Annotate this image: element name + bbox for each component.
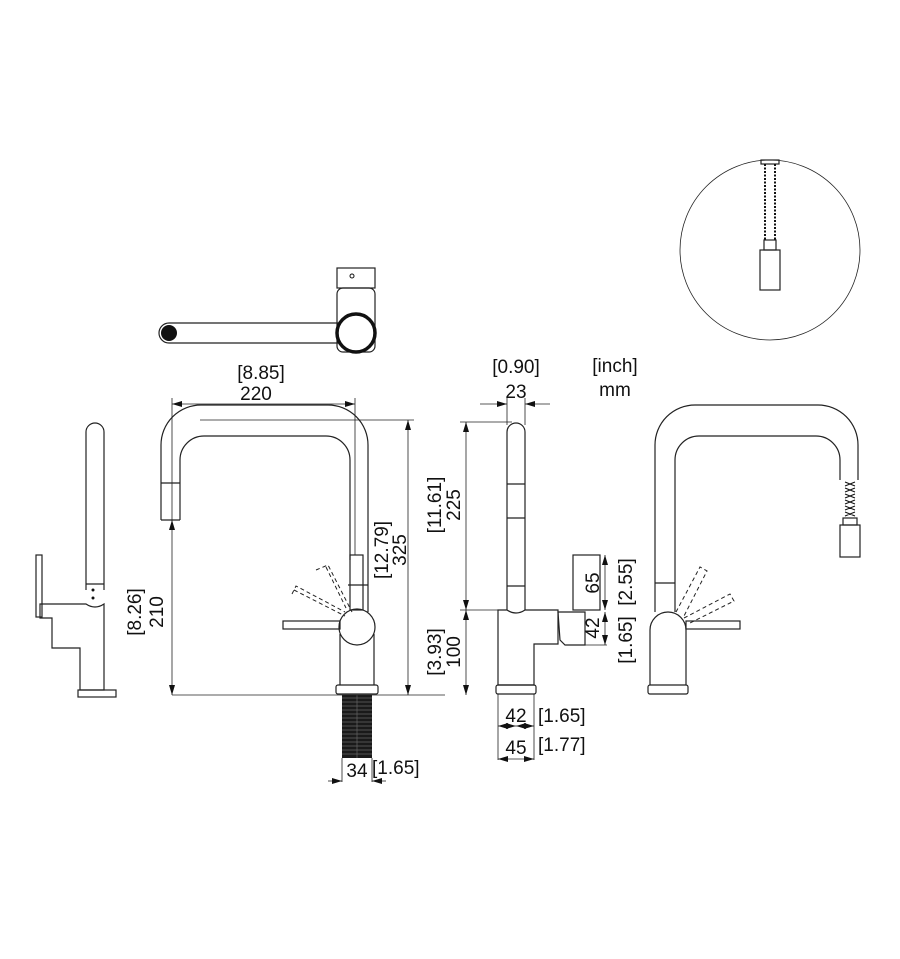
side-dimensions: [0.90] 23 [inch] mm [11.61] 225 [3.93] 1…: [425, 356, 638, 762]
top-body-ring: [335, 312, 377, 354]
left-base: [77, 689, 117, 698]
dim-label-mm: 210: [147, 596, 168, 628]
hose-detail: [679, 159, 861, 341]
detail-collar: [763, 239, 777, 251]
hose-collar: [842, 517, 858, 526]
right-spout-outer: [654, 404, 859, 612]
left-lever: [35, 554, 43, 618]
dim-label-inch: [1.65]: [372, 758, 420, 779]
side-body: [497, 609, 559, 686]
dim-label-mm: 225: [444, 489, 465, 521]
front-body-ball: [338, 608, 376, 646]
detail-hose-top: [760, 159, 780, 165]
top-handle: [336, 267, 376, 289]
lever-dashed-1: [315, 564, 353, 613]
right-base: [647, 684, 689, 695]
dim-label-mm: 65: [583, 572, 604, 593]
side-view: [495, 422, 601, 760]
left-spout: [85, 422, 105, 590]
dim-label-mm: 325: [390, 534, 411, 566]
dim-label-mm: 42: [583, 617, 604, 638]
lever-dashed-2: [291, 585, 346, 617]
front-body: [339, 634, 375, 685]
side-spout-joints: [507, 483, 525, 587]
hose-ribs: [342, 695, 372, 758]
dim-label-inch: [0.90]: [492, 357, 540, 378]
right-body: [649, 611, 687, 685]
lever-dashed-2: [683, 593, 735, 625]
dim-label-mm: 23: [505, 382, 526, 403]
dim-label-inch: [11.61]: [425, 477, 446, 534]
dim-label-inch: [2.55]: [616, 558, 637, 606]
dim-label-mm: 42: [505, 706, 526, 727]
dim-label-inch: [1.65]: [616, 616, 637, 664]
front-lever: [349, 554, 364, 611]
lever-dashed-1: [675, 566, 708, 617]
left-side-view: [35, 422, 117, 698]
right-view-pullout: [647, 404, 861, 695]
left-body: [39, 602, 105, 691]
front-dimensions: [8.85] 220 [8.26] 210 [12.79] 325 34 [1.…: [125, 363, 445, 784]
dim-label-inch: [3.93]: [425, 628, 446, 676]
front-view: [160, 404, 379, 782]
dim-label-mm: 45: [505, 738, 526, 759]
units-mm-label: mm: [599, 380, 631, 401]
ext-line: [506, 398, 526, 425]
front-handle: [282, 620, 341, 630]
dim-label-mm: 100: [444, 636, 465, 668]
left-dot: [91, 588, 95, 592]
side-handle: [572, 554, 601, 611]
units-inch-label: [inch]: [592, 356, 637, 377]
side-handle-base: [557, 611, 586, 646]
top-dot: [349, 273, 355, 279]
top-view: [158, 267, 377, 354]
top-spout: [158, 322, 339, 344]
front-base: [335, 684, 379, 695]
front-spout-inner: [179, 435, 351, 560]
right-handle: [685, 620, 741, 630]
left-dot: [91, 596, 95, 600]
right-spout-inner: [674, 435, 841, 612]
side-spout: [506, 422, 526, 610]
dim-label-inch: [8.85]: [237, 363, 285, 384]
pulled-hose: [844, 481, 856, 517]
detail-spray-head: [759, 249, 781, 291]
dim-label-inch: [1.65]: [538, 706, 586, 727]
dim-label-inch: [12.79]: [372, 521, 393, 579]
detail-hose: [764, 164, 776, 240]
dim-label-mm: 220: [240, 384, 272, 405]
side-base: [495, 684, 537, 695]
dim-label-inch: [1.77]: [538, 735, 586, 756]
pulled-spray-head: [839, 524, 861, 558]
dim-label-mm: 34: [346, 761, 368, 782]
spout-outlet: [161, 325, 177, 341]
dim-label-inch: [8.26]: [125, 588, 146, 636]
